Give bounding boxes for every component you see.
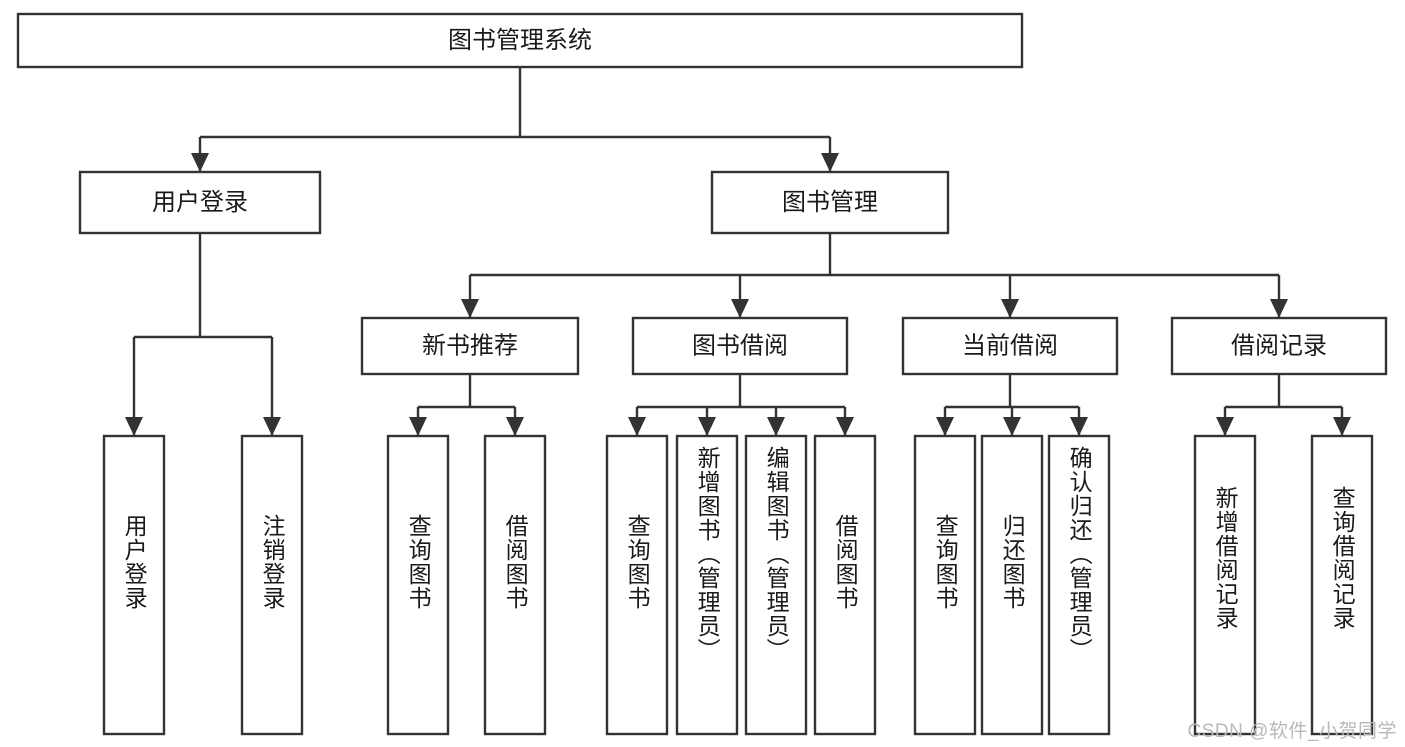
arrow-head-icon: [731, 299, 749, 318]
level3-node-2-label: 当前借阅: [962, 332, 1058, 359]
arrow-head-icon: [1270, 299, 1288, 318]
level3-node-3-label: 借阅记录: [1231, 332, 1327, 359]
arrow-head-icon: [1001, 299, 1019, 318]
arrow-head-icon: [1333, 417, 1351, 436]
leaf-node-5-box[interactable]: [675, 434, 739, 736]
csdn-watermark: CSDN @软件_小贺同学: [1187, 721, 1397, 742]
leaf-node-1-box[interactable]: [240, 434, 304, 736]
level3-node-3-box[interactable]: [1170, 316, 1388, 376]
arrow-head-icon: [767, 417, 785, 436]
leaf-node-6-box[interactable]: [744, 434, 808, 736]
level3-node-0-label: 新书推荐: [422, 332, 518, 359]
leaf-node-0-box[interactable]: [102, 434, 166, 736]
level2-node-0-label: 用户登录: [152, 189, 248, 216]
level2-node-1-box[interactable]: [710, 170, 950, 235]
arrow-head-icon: [191, 153, 209, 172]
leaf-node-7-box[interactable]: [813, 434, 877, 736]
arrow-head-icon: [1003, 417, 1021, 436]
leaf-node-2-box[interactable]: [386, 434, 450, 736]
arrow-head-icon: [125, 417, 143, 436]
leaf-node-10-box[interactable]: [1047, 434, 1111, 736]
level3-node-1-label: 图书借阅: [692, 332, 788, 359]
node-boxes: [16, 12, 1388, 736]
arrow-head-icon: [836, 417, 854, 436]
leaf-node-8-box[interactable]: [913, 434, 977, 736]
level2-node-1-label: 图书管理: [782, 189, 878, 216]
arrow-head-icon: [936, 417, 954, 436]
arrow-head-icon: [1070, 417, 1088, 436]
connector-lines: [125, 67, 1351, 436]
level3-node-1-box[interactable]: [631, 316, 849, 376]
leaf-node-3-box[interactable]: [483, 434, 547, 736]
leaf-node-12-box[interactable]: [1310, 434, 1374, 736]
level2-node-0-box[interactable]: [78, 170, 322, 235]
arrow-head-icon: [628, 417, 646, 436]
arrow-head-icon: [698, 417, 716, 436]
leaf-node-4-box[interactable]: [605, 434, 669, 736]
leaf-node-11-box[interactable]: [1193, 434, 1257, 736]
arrow-head-icon: [821, 153, 839, 172]
leaf-node-9-box[interactable]: [980, 434, 1044, 736]
root-node-label: 图书管理系统: [448, 27, 592, 54]
arrow-head-icon: [461, 299, 479, 318]
level3-node-0-box[interactable]: [360, 316, 580, 376]
arrow-head-icon: [506, 417, 524, 436]
arrow-head-icon: [263, 417, 281, 436]
arrow-head-icon: [1216, 417, 1234, 436]
arrow-head-icon: [409, 417, 427, 436]
level3-node-2-box[interactable]: [901, 316, 1119, 376]
root-node-box[interactable]: [16, 12, 1024, 69]
